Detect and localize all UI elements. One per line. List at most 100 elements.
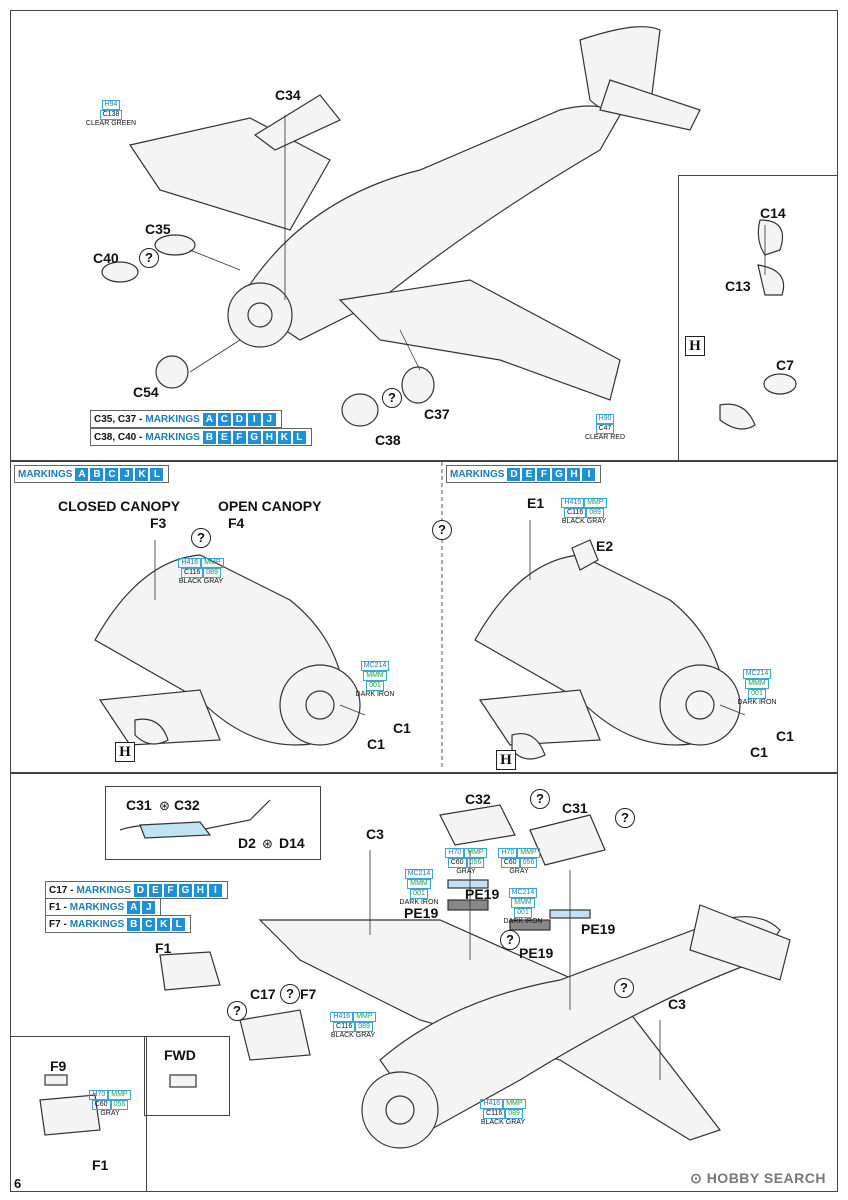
paint-dark-iron: MC214 MMM 001 DARK IRON [399,869,439,906]
marking-h-badge: H [115,742,135,762]
detail-inset-box [105,786,321,860]
part-c1-label: C1 [776,728,794,744]
top-tail-plane [599,79,701,131]
part-c14-label: C14 [760,205,786,221]
c37-part [401,366,435,404]
part-c32-label: C32 [465,791,491,807]
optional-icon: ? [615,808,635,828]
optional-icon: ? [432,520,452,540]
part-c38-label: C38 [375,432,401,448]
watermark-logo-icon: ⊙ [690,1170,707,1186]
bot-tail [689,904,791,981]
fwd-label: FWD [164,1047,196,1063]
part-f1-label: F1 [92,1157,109,1173]
part-c40-label: C40 [93,250,119,266]
optional-icon: ? [500,930,520,950]
paint-dark-iron: MC214 MMM 001 DARK IRON [503,888,543,925]
mr-h-part [511,733,546,760]
part-c1-label: C1 [367,736,385,752]
detail-c32-label: C32 [174,797,200,813]
paint-clear-red: H90 C47 CLEAR RED [584,414,626,441]
glue-icon: ⊛ [262,836,273,851]
part-e1-label: E1 [527,495,545,511]
h-part [719,403,756,430]
c13-part [757,264,785,296]
watermark: ⊙ HOBBY SEARCH [690,1170,826,1186]
part-pe19-label: PE19 [519,945,554,961]
c38-part [341,393,379,427]
f1-inset-box [10,1036,147,1192]
optional-icon: ? [227,1001,247,1021]
detail-c31-label: C31 [126,797,152,813]
c40-part [101,261,139,283]
c14-part [757,219,784,256]
c7-part [763,373,797,395]
c54-part [155,355,189,389]
top-wing-right [338,279,621,401]
pe19-strip-b [509,919,551,931]
part-f3-label: F3 [150,515,167,531]
part-c3-label: C3 [668,996,686,1012]
part-f4-label: F4 [228,515,245,531]
part-c54-label: C54 [133,384,159,400]
bottom-section-frame [10,772,838,1192]
detail-d2-label: D2 [238,835,256,851]
part-f7-label: F7 [300,986,317,1002]
part-c35-label: C35 [145,221,171,237]
optional-icon: ? [191,528,211,548]
f1-part [159,951,221,991]
c34-cowl [253,94,341,151]
c32-part [439,804,516,846]
subassembly-box [678,175,838,462]
optional-icon: ? [280,984,300,1004]
detail-d14-label: D14 [279,835,305,851]
closed-canopy-label: CLOSED CANOPY [58,498,181,514]
part-pe19-label: PE19 [404,905,439,921]
optional-icon: ? [382,388,402,408]
part-f1-label: F1 [155,940,172,956]
f9-part [44,1074,68,1086]
part-c17-label: C17 [250,986,276,1002]
bot-fuselage [379,916,781,1131]
f1b-part [39,1094,101,1136]
part-c37-label: C37 [424,406,450,422]
marking-h-badge: H [496,750,516,770]
part-c3-label: C3 [366,826,384,842]
optional-icon: ? [139,248,159,268]
optional-icon: ? [614,978,634,998]
paint-dark-iron: MC214 MMM 001 DARK IRON [737,669,777,706]
optional-icon: ? [530,789,550,809]
e2-part [571,539,599,571]
f7-part [239,1009,311,1061]
part-c1-label: C1 [393,720,411,736]
page-number: 6 [14,1176,22,1191]
part-pe19-label: PE19 [581,921,616,937]
part-e2-label: E2 [596,538,614,554]
marking-h-badge: H [685,336,705,356]
paint-clear-green: H94 C138 CLEAR GREEN [85,100,137,127]
open-canopy-label: OPEN CANOPY [218,498,322,514]
glue-icon: ⊛ [159,798,170,813]
part-c7-label: C7 [776,357,794,373]
pe19-strip-a [447,899,489,911]
part-c1-label: C1 [750,744,768,760]
mid-section-frame [10,460,838,774]
fwd-inset-box [144,1036,230,1116]
paint-dark-iron: MC214 MMM 001 DARK IRON [355,661,395,698]
c31-part [529,814,606,866]
c35-part [154,234,196,256]
